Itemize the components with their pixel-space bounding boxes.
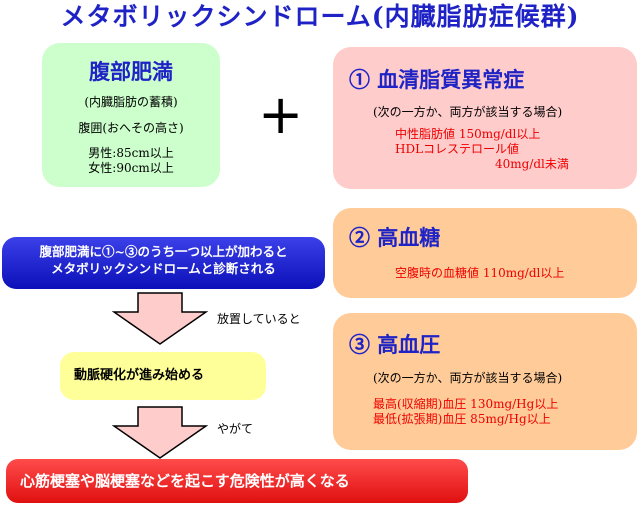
abdominal-obesity-box: 腹部肥満 (内臓脂肪の蓄積) 腹囲(おへその高さ) 男性:85cm以上 女性:9… (42, 43, 220, 187)
abdominal-heading: 腹部肥満 (89, 59, 173, 84)
down-arrow-1-icon (112, 292, 208, 345)
stage-arteriosclerosis-box: 動脈硬化が進み始める (60, 352, 266, 400)
risk-outcome-box: 心筋梗塞や脳梗塞などを起こす危険性が高くなる (6, 459, 468, 503)
diagnosis-line1: 腹部肥満に①~③のうち一つ以上が加わると (39, 244, 288, 259)
male-criterion: 男性:85cm以上 (88, 146, 174, 160)
criterion-glucose-heading: ② 高血糖 (349, 225, 441, 250)
criterion-lipids-heading: ① 血清脂質異常症 (349, 67, 525, 92)
female-criterion: 女性:90cm以上 (88, 161, 174, 175)
abdominal-line1: (内臓脂肪の蓄積) (84, 95, 178, 109)
plus-sign: + (258, 83, 304, 146)
criterion-lipids-value: 40mg/dl未満 (495, 157, 569, 171)
criterion-lipids-value: 中性脂肪値 150mg/dl以上 (395, 127, 541, 141)
diagnosis-box: 腹部肥満に①~③のうち一つ以上が加わると メタボリックシンドロームと診断される (2, 237, 325, 289)
criterion-blood-pressure-box: ③ 高血圧 (次の一方か、両方が該当する場合) 最高(収縮期)血圧 130mg/… (333, 313, 637, 450)
criterion-lipids-value: HDLコレステロール値 (395, 142, 520, 156)
arrow2-label: やがて (217, 422, 254, 436)
abdominal-line2: 腹囲(おへその高さ) (78, 121, 184, 135)
criterion-blood-pressure-value: 最低(拡張期)血圧 85mg/Hg以上 (373, 412, 551, 426)
diagnosis-line2: メタボリックシンドロームと診断される (51, 261, 276, 276)
down-arrow-2-icon (112, 406, 208, 459)
criterion-glucose-value: 空腹時の血糖値 110mg/dl以上 (395, 266, 565, 280)
criterion-blood-pressure-condition: (次の一方か、両方が該当する場合) (373, 371, 563, 385)
arrow1-label: 放置していると (217, 312, 301, 326)
criterion-blood-pressure-heading: ③ 高血圧 (349, 332, 441, 357)
criterion-glucose-box: ② 高血糖 空腹時の血糖値 110mg/dl以上 (333, 208, 637, 298)
criterion-lipids-box: ① 血清脂質異常症 (次の一方か、両方が該当する場合) 中性脂肪値 150mg/… (333, 47, 637, 189)
criterion-blood-pressure-value: 最高(収縮期)血圧 130mg/Hg以上 (373, 397, 559, 411)
criterion-lipids-condition: (次の一方か、両方が該当する場合) (373, 105, 563, 119)
abdominal-criteria: 男性:85cm以上 女性:90cm以上 (42, 146, 220, 176)
page-title: メタボリックシンドローム(内臓脂肪症候群) (60, 2, 580, 31)
